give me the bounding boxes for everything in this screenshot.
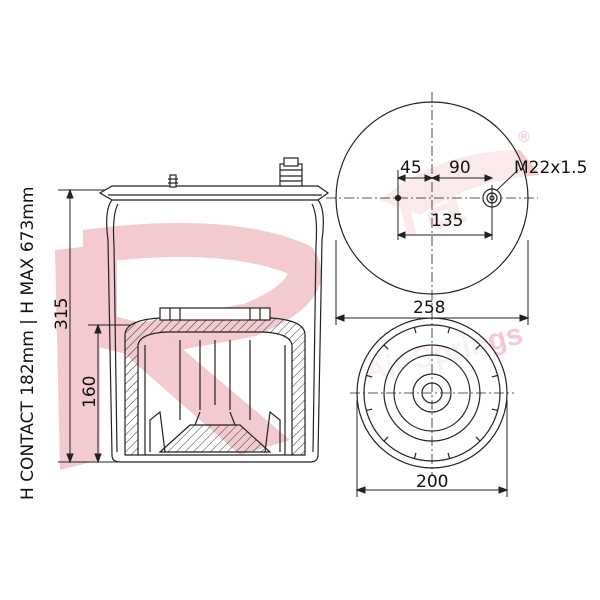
ring-notch: [475, 436, 481, 442]
offset-a-value: 45: [400, 158, 422, 178]
height-total-value: 315: [52, 298, 72, 330]
air-spring-top-view: [326, 92, 538, 305]
ring-notch: [447, 452, 451, 459]
bottom-view-dimensions: [355, 400, 509, 497]
thread-spec: M22x1.5: [514, 158, 587, 178]
height-piston-value: 160: [80, 376, 100, 408]
ring-notch: [366, 408, 373, 412]
ring-notch: [475, 344, 481, 350]
ring-notch: [447, 327, 451, 334]
watermark-registered-mark: ®: [518, 129, 530, 146]
air-spring-side-view: [98, 157, 330, 463]
ring-notch: [383, 344, 389, 350]
ring-notch: [366, 374, 373, 378]
ring-notch: [383, 436, 389, 442]
ring-notch: [491, 408, 498, 412]
bottom-diameter-value: 200: [416, 472, 448, 492]
bolt-spacing-value: 135: [431, 211, 463, 231]
air-spring-bottom-view: [350, 310, 514, 476]
ring-notch: [413, 327, 417, 334]
height-dimension: [58, 188, 130, 464]
offset-b-value: 90: [449, 158, 471, 178]
ring-notch: [413, 452, 417, 459]
height-spec-label: H CONTACT 182mm | H MAX 673mm: [18, 187, 38, 500]
top-diameter-value: 258: [413, 298, 445, 318]
ring-notch: [491, 374, 498, 378]
